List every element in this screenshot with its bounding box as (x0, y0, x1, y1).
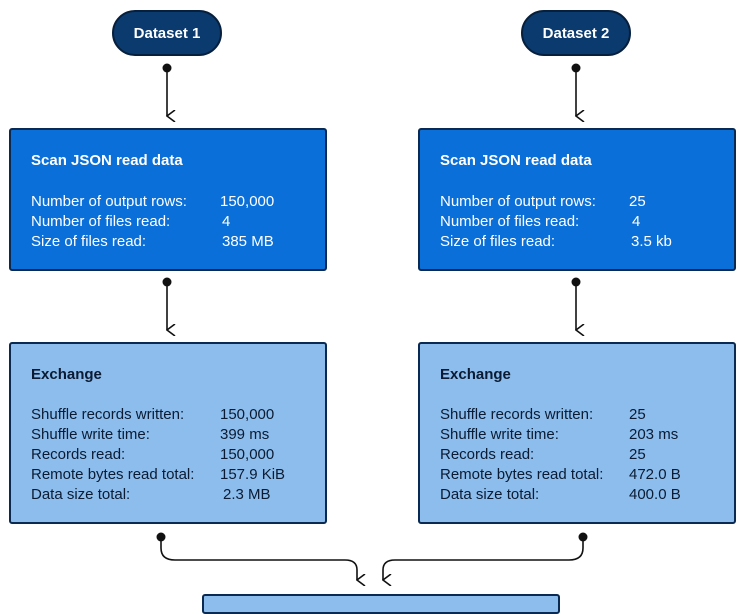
connector-dataset2-scan (571, 63, 581, 117)
metric-label: Shuffle write time: (31, 426, 150, 443)
metric-row: Number of output rows: 150,000 (31, 192, 274, 212)
metric-row: Shuffle write time: 203 ms (440, 425, 681, 445)
metric-row: Shuffle records written: 25 (440, 405, 681, 425)
exchange-title: Exchange (31, 366, 102, 383)
metric-value: 4 (632, 213, 641, 230)
metric-row: Records read: 25 (440, 445, 681, 465)
exchange-node-2[interactable]: Exchange Shuffle records written: 25 Shu… (418, 342, 736, 524)
exchange-metrics: Shuffle records written: 25 Shuffle writ… (440, 405, 681, 505)
metric-label: Shuffle records written: (440, 406, 594, 423)
metric-value: 400.0 B (629, 486, 681, 503)
metric-value: 4 (222, 213, 231, 230)
connector-exchange1-bottom (156, 532, 358, 581)
metric-value: 25 (629, 193, 646, 210)
connector-dataset1-scan (162, 63, 172, 117)
scan-json-node-1[interactable]: Scan JSON read data Number of output row… (9, 128, 327, 271)
metric-label: Data size total: (31, 486, 131, 503)
metric-row: Remote bytes read total: 157.9 KiB (31, 465, 285, 485)
metric-row: Data size total: 2.3 MB (31, 485, 285, 505)
exchange-node-1[interactable]: Exchange Shuffle records written: 150,00… (9, 342, 327, 524)
metric-label: Remote bytes read total: (31, 466, 195, 483)
metric-row: Size of files read: 3.5 kb (440, 232, 672, 252)
connector-scan1-exchange (162, 277, 172, 331)
dataset-1-title: Dataset 1 (133, 24, 201, 42)
metric-label: Number of output rows: (31, 193, 187, 210)
metric-value: 3.5 kb (631, 233, 672, 250)
connector-exchange2-bottom (383, 532, 588, 581)
metric-row: Shuffle write time: 399 ms (31, 425, 285, 445)
exchange-title: Exchange (440, 366, 511, 383)
metric-label: Size of files read: (440, 233, 556, 250)
metric-row: Remote bytes read total: 472.0 B (440, 465, 681, 485)
scan-metrics: Number of output rows: 25 Number of file… (440, 192, 672, 252)
metric-label: Shuffle records written: (31, 406, 185, 423)
metric-row: Number of files read: 4 (31, 212, 274, 232)
connector-scan2-exchange (571, 277, 581, 331)
metric-value: 25 (629, 406, 646, 423)
metric-label: Remote bytes read total: (440, 466, 604, 483)
metric-value: 150,000 (220, 446, 275, 463)
metric-label: Number of output rows: (440, 193, 596, 210)
scan-json-node-2[interactable]: Scan JSON read data Number of output row… (418, 128, 736, 271)
metric-row: Data size total: 400.0 B (440, 485, 681, 505)
scan-title: Scan JSON read data (440, 152, 592, 169)
metric-value: 25 (629, 446, 646, 463)
metric-row: Size of files read: 385 MB (31, 232, 274, 252)
metric-row: Records read: 150,000 (31, 445, 285, 465)
dataset-1-node[interactable]: Dataset 1 (112, 10, 222, 56)
metric-value: 203 ms (629, 426, 679, 443)
scan-title: Scan JSON read data (31, 152, 183, 169)
scan-metrics: Number of output rows: 150,000 Number of… (31, 192, 274, 252)
metric-label: Size of files read: (31, 233, 147, 250)
metric-value: 472.0 B (629, 466, 681, 483)
metric-label: Records read: (440, 446, 535, 463)
metric-value: 385 MB (222, 233, 274, 250)
metric-label: Number of files read: (31, 213, 171, 230)
metric-row: Number of output rows: 25 (440, 192, 672, 212)
metric-label: Shuffle write time: (440, 426, 559, 443)
metric-row: Number of files read: 4 (440, 212, 672, 232)
metric-value: 157.9 KiB (220, 466, 286, 483)
metric-value: 399 ms (220, 426, 270, 443)
exchange-metrics: Shuffle records written: 150,000 Shuffle… (31, 405, 285, 505)
metric-value: 150,000 (220, 406, 275, 423)
metric-value: 2.3 MB (223, 486, 271, 503)
dataset-2-node[interactable]: Dataset 2 (521, 10, 631, 56)
join-node[interactable] (202, 594, 560, 614)
metric-label: Data size total: (440, 486, 540, 503)
metric-label: Number of files read: (440, 213, 580, 230)
metric-value: 150,000 (220, 193, 275, 210)
dataset-2-title: Dataset 2 (542, 24, 610, 42)
connector-layer (156, 63, 588, 600)
metric-label: Records read: (31, 446, 126, 463)
metric-row: Shuffle records written: 150,000 (31, 405, 285, 425)
